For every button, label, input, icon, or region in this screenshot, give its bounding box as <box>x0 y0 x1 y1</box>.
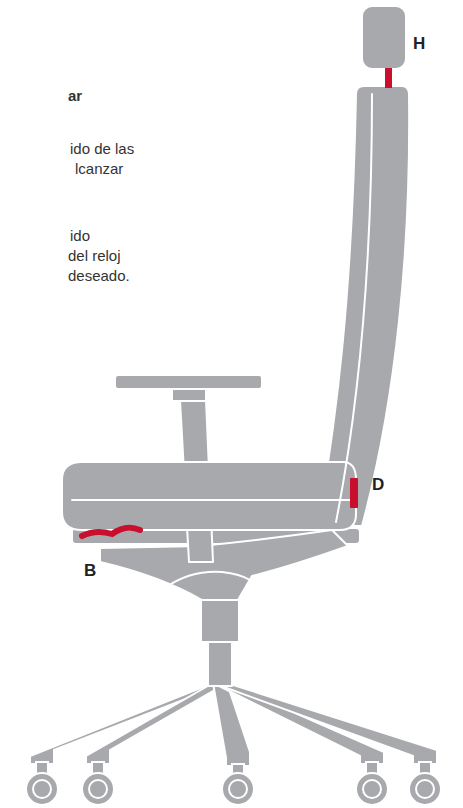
text-fragment: lcanzar <box>75 159 123 179</box>
gas-column-sleeve <box>201 596 239 642</box>
backrest-seam <box>336 94 372 522</box>
gas-column <box>208 640 232 686</box>
caster <box>82 773 114 805</box>
headrest-post <box>385 68 392 88</box>
caster-hub <box>33 780 51 798</box>
seat-mechanism <box>100 530 348 600</box>
caster-hub <box>363 780 381 798</box>
base-leg <box>30 683 227 764</box>
caster-hub <box>416 780 434 798</box>
text-fragment: del reloj <box>68 246 121 266</box>
callout-letter: B <box>84 561 96 581</box>
text-fragment: ido de las <box>70 139 134 159</box>
base-leg <box>213 683 437 764</box>
heading-fragment: ar <box>68 86 82 106</box>
text-fragment: ido <box>70 226 90 246</box>
mechanism-seam <box>165 572 250 588</box>
caster <box>356 773 388 805</box>
seat-seam <box>72 499 350 501</box>
callout-letter: H <box>413 34 425 54</box>
base-leg <box>86 683 227 764</box>
seat-lever <box>82 528 140 536</box>
armrest-pad <box>115 375 262 389</box>
callout-letter: D <box>372 475 384 495</box>
caster <box>26 773 58 805</box>
text-fragment: deseado. <box>68 266 130 286</box>
backrest-adjuster <box>350 478 358 508</box>
seat-cushion <box>62 462 356 530</box>
caster-hub <box>89 780 107 798</box>
caster <box>222 773 254 805</box>
spacer <box>214 25 226 27</box>
caster <box>409 773 441 805</box>
backrest <box>318 86 409 526</box>
headrest <box>362 6 406 69</box>
caster-hub <box>229 780 247 798</box>
base-leg <box>213 683 384 764</box>
